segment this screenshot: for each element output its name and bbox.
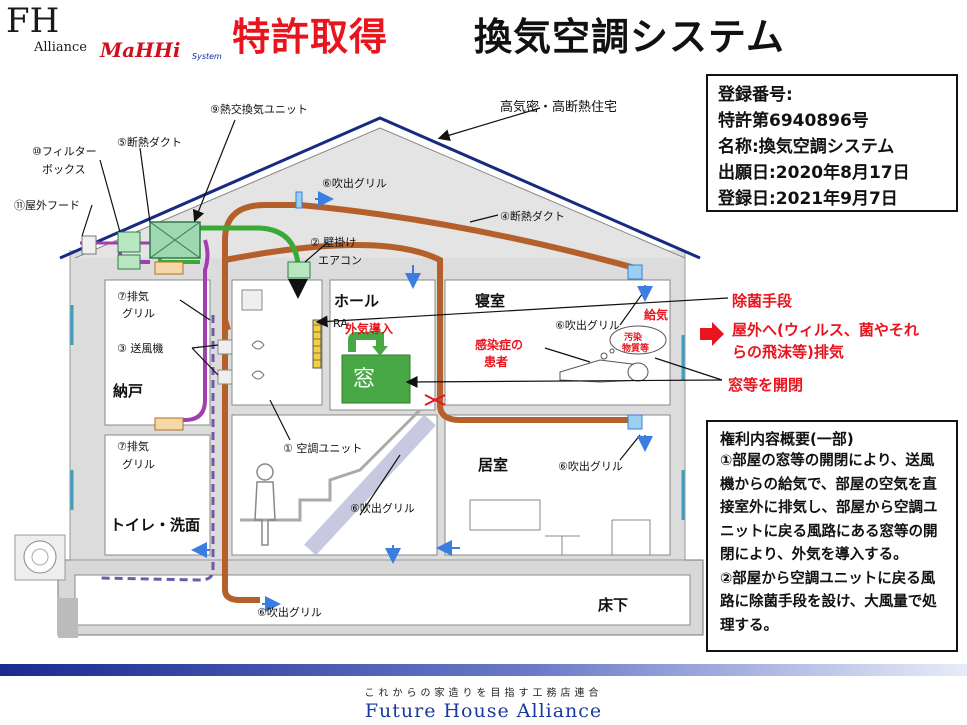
logo-mahhi: MaHHi [100,38,181,62]
logo-fh: FH [6,1,60,41]
room-toilet [104,434,211,556]
duct-main [222,202,300,590]
room-label-storage: 納戸 [113,382,144,400]
label-outlet-grill-floor: ⑥吹出グリル [257,606,322,619]
label-ac-unit: ① 空調ユニット [283,442,363,455]
window-box [341,354,411,404]
foundation-left [58,598,78,638]
registration-box: 登録番号: 特許第6940896号 名称:換気空調システム 出願日:2020年8… [706,74,958,212]
room-storage [104,279,211,426]
rights-item-1: ①部屋の窓等の開閉により、送風機からの給気で、部屋の空気を直接室外に排気し、部屋… [720,453,938,563]
duct-purple [170,239,210,422]
house-diagram [14,107,729,638]
label-sterilization: 除菌手段 [732,292,793,310]
exhaust-grill-bottom [154,417,184,431]
label-outside-air-intake: 外気導入 [345,322,394,336]
label-outlet-grill-stair: ⑥吹出グリル [350,502,415,515]
registration-name: 名称:換気空調システム [718,137,895,157]
room-label-underfloor: 床下 [598,596,629,614]
underfloor-space [74,574,691,626]
duct-green [200,225,301,266]
title-system: 換気空調システム [474,15,785,59]
logo-alliance: Alliance [34,40,87,55]
label-patient-1: 感染症の [475,338,524,352]
label-outdoor-hood: ⑪屋外フード [14,199,80,212]
label-outlet-grill-top: ⑥吹出グリル [322,177,387,190]
label-patient-2: 患者 [484,355,509,369]
label-house: 高気密・高断熱住宅 [500,100,618,115]
outdoor-hood [81,235,97,255]
filter-box [117,231,141,253]
label-open-window: 窓等を開閉 [728,376,804,394]
label-exhaust-grill-bottom-1: ⑦排気 [117,440,149,453]
label-window: 窓 [353,367,376,392]
label-outlet-grill-living: ⑥吹出グリル [558,460,623,473]
footer-bar [0,664,967,676]
label-outlet-grill-bedroom: ⑥吹出グリル [555,319,620,332]
house-roof [59,116,701,260]
registration-date: 登録日:2021年9月7日 [718,189,898,209]
registration-filing-date: 出願日:2020年8月17日 [718,163,910,183]
footer-tagline: これからの家造りを目指す工務店連合 [364,688,603,699]
room-label-toilet: トイレ・洗面 [110,516,201,534]
wall-ac [287,261,311,279]
label-wall-ac-1: ② 壁掛け [310,236,357,249]
label-wall-ac-2: エアコン [318,254,362,267]
registration-patent-number: 特許第6940896号 [718,111,869,131]
stair-rail [304,414,436,556]
label-exhaust-grill-top-1: ⑦排気 [117,290,149,303]
label-exhaust-grill-top-2: グリル [122,307,155,320]
registration-number-label: 登録番号: [718,85,793,105]
label-filter-box-1: ⑩フィルター [32,145,97,158]
exhaust-arrow [700,322,724,346]
label-exhaust-grill-bottom-2: グリル [122,458,155,471]
room-label-hall: ホール [334,292,380,310]
title-patent: 特許取得 [232,15,389,59]
footer-org: Future House Alliance [364,700,603,722]
label-ra: RA [333,317,348,330]
label-blower: ③ 送風機 [117,342,164,355]
room-label-living: 居室 [478,456,509,474]
exhaust-grill-top [154,261,184,275]
label-exhaust-outside-1: 屋外へ(ウィルス、菌やそれ [732,321,919,339]
label-pollutant-2: 物質等 [622,344,650,354]
rights-title: 権利内容概要(一部) [720,430,854,448]
logo-system: System [192,52,222,61]
label-air-supply: 給気 [644,308,669,322]
ra-filter [312,319,322,369]
rights-summary-box: 権利内容概要(一部) ①部屋の窓等の開閉により、送風機からの給気で、部屋の空気を… [706,420,958,652]
label-filter-box-2: ボックス [42,163,86,176]
label-pollutant-1: 汚染 [624,333,643,343]
label-insulated-duct-5: ⑤断熱ダクト [117,136,182,149]
rights-item-2: ②部屋から空調ユニットに戻る風路に除菌手段を設け、大風量で処理する。 [720,570,937,634]
label-exhaust-outside-2: らの飛沫等)排気 [732,343,844,361]
label-insulated-duct-4: ④断熱ダクト [500,210,565,223]
label-heat-exchange-unit: ⑨熱交換気ユニット [210,103,308,116]
room-living [444,414,671,556]
room-label-bedroom: 寝室 [475,292,506,310]
